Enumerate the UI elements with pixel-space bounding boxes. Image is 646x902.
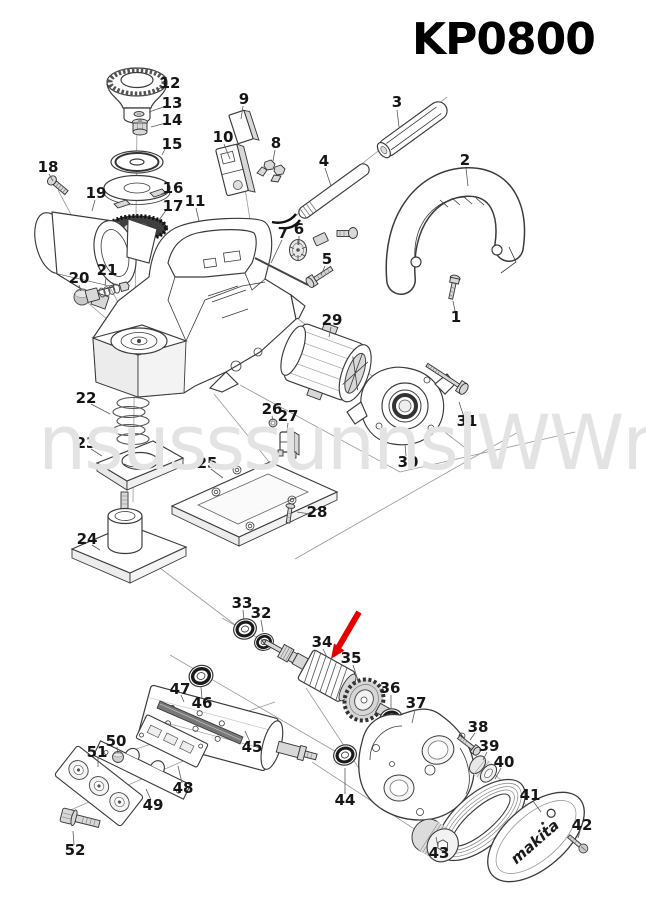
part-label-33: 33 bbox=[232, 594, 253, 612]
part-8-terminal bbox=[256, 159, 286, 183]
part-label-6: 6 bbox=[294, 220, 304, 238]
page-title: KP0800 bbox=[412, 14, 596, 65]
part-2-rear-handle bbox=[385, 167, 526, 295]
part-52-bolt bbox=[59, 807, 101, 828]
part-10-switch bbox=[215, 143, 256, 197]
part-label-19: 19 bbox=[86, 184, 107, 202]
part-label-5: 5 bbox=[322, 250, 332, 268]
part-label-8: 8 bbox=[271, 134, 281, 152]
part-label-20: 20 bbox=[69, 269, 90, 287]
part-13-washer bbox=[133, 111, 145, 117]
part-label-45: 45 bbox=[242, 738, 263, 756]
part-screw-block bbox=[312, 227, 358, 247]
part-33-bearing bbox=[233, 618, 257, 640]
part-28-screw bbox=[285, 503, 296, 524]
part-24-front-base bbox=[70, 491, 188, 584]
part-label-11: 11 bbox=[185, 192, 206, 210]
part-1-screw bbox=[448, 274, 461, 300]
part-label-42: 42 bbox=[572, 816, 593, 834]
part-label-30: 30 bbox=[398, 453, 419, 471]
part-50-screw bbox=[112, 751, 124, 763]
part-label-22: 22 bbox=[76, 389, 97, 407]
part-38-screw bbox=[456, 734, 481, 756]
part-label-39: 39 bbox=[479, 737, 500, 755]
part-label-35: 35 bbox=[341, 649, 362, 667]
part-label-29: 29 bbox=[322, 311, 343, 329]
part-14-nut bbox=[132, 118, 148, 136]
part-label-3: 3 bbox=[392, 93, 402, 111]
part-51-drum-cover bbox=[54, 745, 144, 827]
part-23-set-plate bbox=[95, 440, 185, 491]
part-label-9: 9 bbox=[239, 90, 249, 108]
part-label-27: 27 bbox=[278, 407, 299, 425]
part-43-pulley bbox=[411, 818, 459, 863]
highlight-arrow-icon bbox=[331, 610, 362, 659]
part-label-47: 47 bbox=[170, 680, 191, 698]
part-label-7: 7 bbox=[278, 224, 288, 242]
part-26-nut bbox=[268, 418, 278, 428]
part-37-gear-cover bbox=[358, 708, 475, 821]
part-label-43: 43 bbox=[429, 844, 450, 862]
part-27-clamp bbox=[277, 431, 300, 459]
part-21-screw-spring bbox=[84, 281, 130, 303]
part-label-31: 31 bbox=[457, 412, 478, 430]
part-label-16: 16 bbox=[163, 179, 184, 197]
part-42-screw bbox=[567, 834, 589, 854]
part-number-labels: 1 2 3 4 5 6 7 8 9 10 11 12 13 14 15 16 1… bbox=[38, 74, 593, 862]
part-label-14: 14 bbox=[162, 111, 183, 129]
part-18-screw bbox=[47, 175, 69, 196]
part-label-51: 51 bbox=[87, 743, 108, 761]
part-label-17: 17 bbox=[163, 197, 184, 215]
part-3-grip-tube bbox=[376, 101, 448, 159]
part-label-24: 24 bbox=[77, 530, 98, 548]
part-6-baffle-disc bbox=[289, 239, 307, 261]
part-label-23: 23 bbox=[76, 434, 97, 452]
part-label-48: 48 bbox=[173, 779, 194, 797]
part-label-26: 26 bbox=[262, 400, 283, 418]
part-label-40: 40 bbox=[494, 753, 515, 771]
part-label-12: 12 bbox=[160, 74, 181, 92]
leader-lines bbox=[48, 85, 581, 848]
part-label-1: 1 bbox=[451, 308, 461, 326]
part-22-spring bbox=[112, 396, 150, 446]
part-label-49: 49 bbox=[143, 796, 164, 814]
part-label-37: 37 bbox=[406, 694, 427, 712]
part-label-18: 18 bbox=[38, 158, 59, 176]
part-48-blade-plate bbox=[135, 714, 209, 768]
part-label-10: 10 bbox=[213, 128, 234, 146]
part-44-bearing bbox=[333, 744, 357, 766]
part-label-46: 46 bbox=[192, 694, 213, 712]
part-label-25: 25 bbox=[197, 454, 218, 472]
part-7-rod bbox=[254, 257, 309, 286]
logo-ring-icon bbox=[546, 808, 556, 818]
part-41-belt-cover: makita bbox=[487, 791, 585, 883]
part-label-44: 44 bbox=[335, 791, 356, 809]
part-label-36: 36 bbox=[380, 679, 401, 697]
part-label-38: 38 bbox=[468, 718, 489, 736]
part-label-41: 41 bbox=[520, 786, 541, 804]
part-15-bearing-retainer bbox=[103, 150, 171, 205]
part-label-21: 21 bbox=[97, 261, 118, 279]
part-46-bearing bbox=[188, 664, 214, 688]
part-47-planer-blade bbox=[156, 700, 244, 745]
part-9-cover bbox=[228, 109, 260, 145]
part-label-2: 2 bbox=[460, 151, 470, 169]
part-31-screw bbox=[425, 362, 469, 395]
part-39-pulley bbox=[468, 755, 498, 783]
part-label-28: 28 bbox=[307, 503, 328, 521]
part-4-cord-guard bbox=[271, 163, 370, 230]
part-label-13: 13 bbox=[162, 94, 183, 112]
part-label-50: 50 bbox=[106, 732, 127, 750]
part-label-4: 4 bbox=[319, 152, 329, 170]
part-29-field bbox=[280, 322, 372, 403]
part-11-motor-housing bbox=[91, 217, 306, 398]
part-label-15: 15 bbox=[162, 135, 183, 153]
part-label-32: 32 bbox=[251, 604, 272, 622]
part-label-52: 52 bbox=[65, 841, 86, 859]
part-label-34: 34 bbox=[312, 633, 333, 651]
part-16-clip bbox=[113, 188, 167, 209]
